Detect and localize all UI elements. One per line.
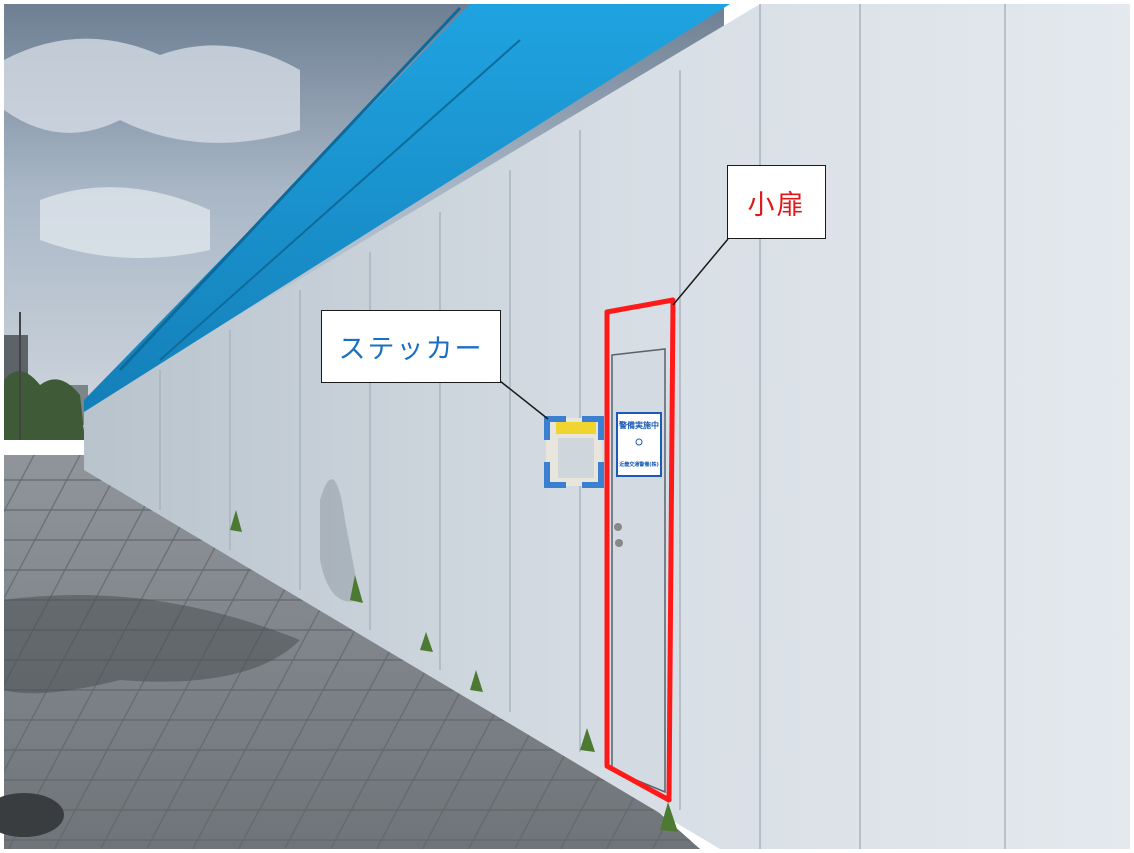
distant-trees — [4, 371, 85, 440]
wall-shadow — [320, 479, 360, 602]
door-callout: 小扉 — [727, 165, 826, 239]
sticker-blue-tape — [544, 416, 604, 488]
wall-panel-seams — [159, 4, 1006, 849]
security-sign-line2: 近畿交通警備(株) — [619, 461, 659, 468]
sticker — [546, 418, 602, 486]
security-sign-line1: 警備実施中 — [618, 420, 659, 430]
blue-tarp — [84, 4, 730, 412]
door-knob — [614, 523, 622, 531]
weeds — [230, 510, 678, 832]
sticker-callout: ステッカー — [321, 310, 501, 383]
tree-shadow — [4, 595, 300, 694]
sticker-callout-label: ステッカー — [338, 334, 484, 365]
door-callout-label: 小扉 — [747, 189, 806, 221]
clouds — [4, 38, 300, 143]
door-highlight-box — [604, 297, 676, 803]
manhole — [0, 793, 64, 837]
door-leader-line — [672, 238, 729, 306]
sticker-leader-line — [499, 380, 549, 420]
